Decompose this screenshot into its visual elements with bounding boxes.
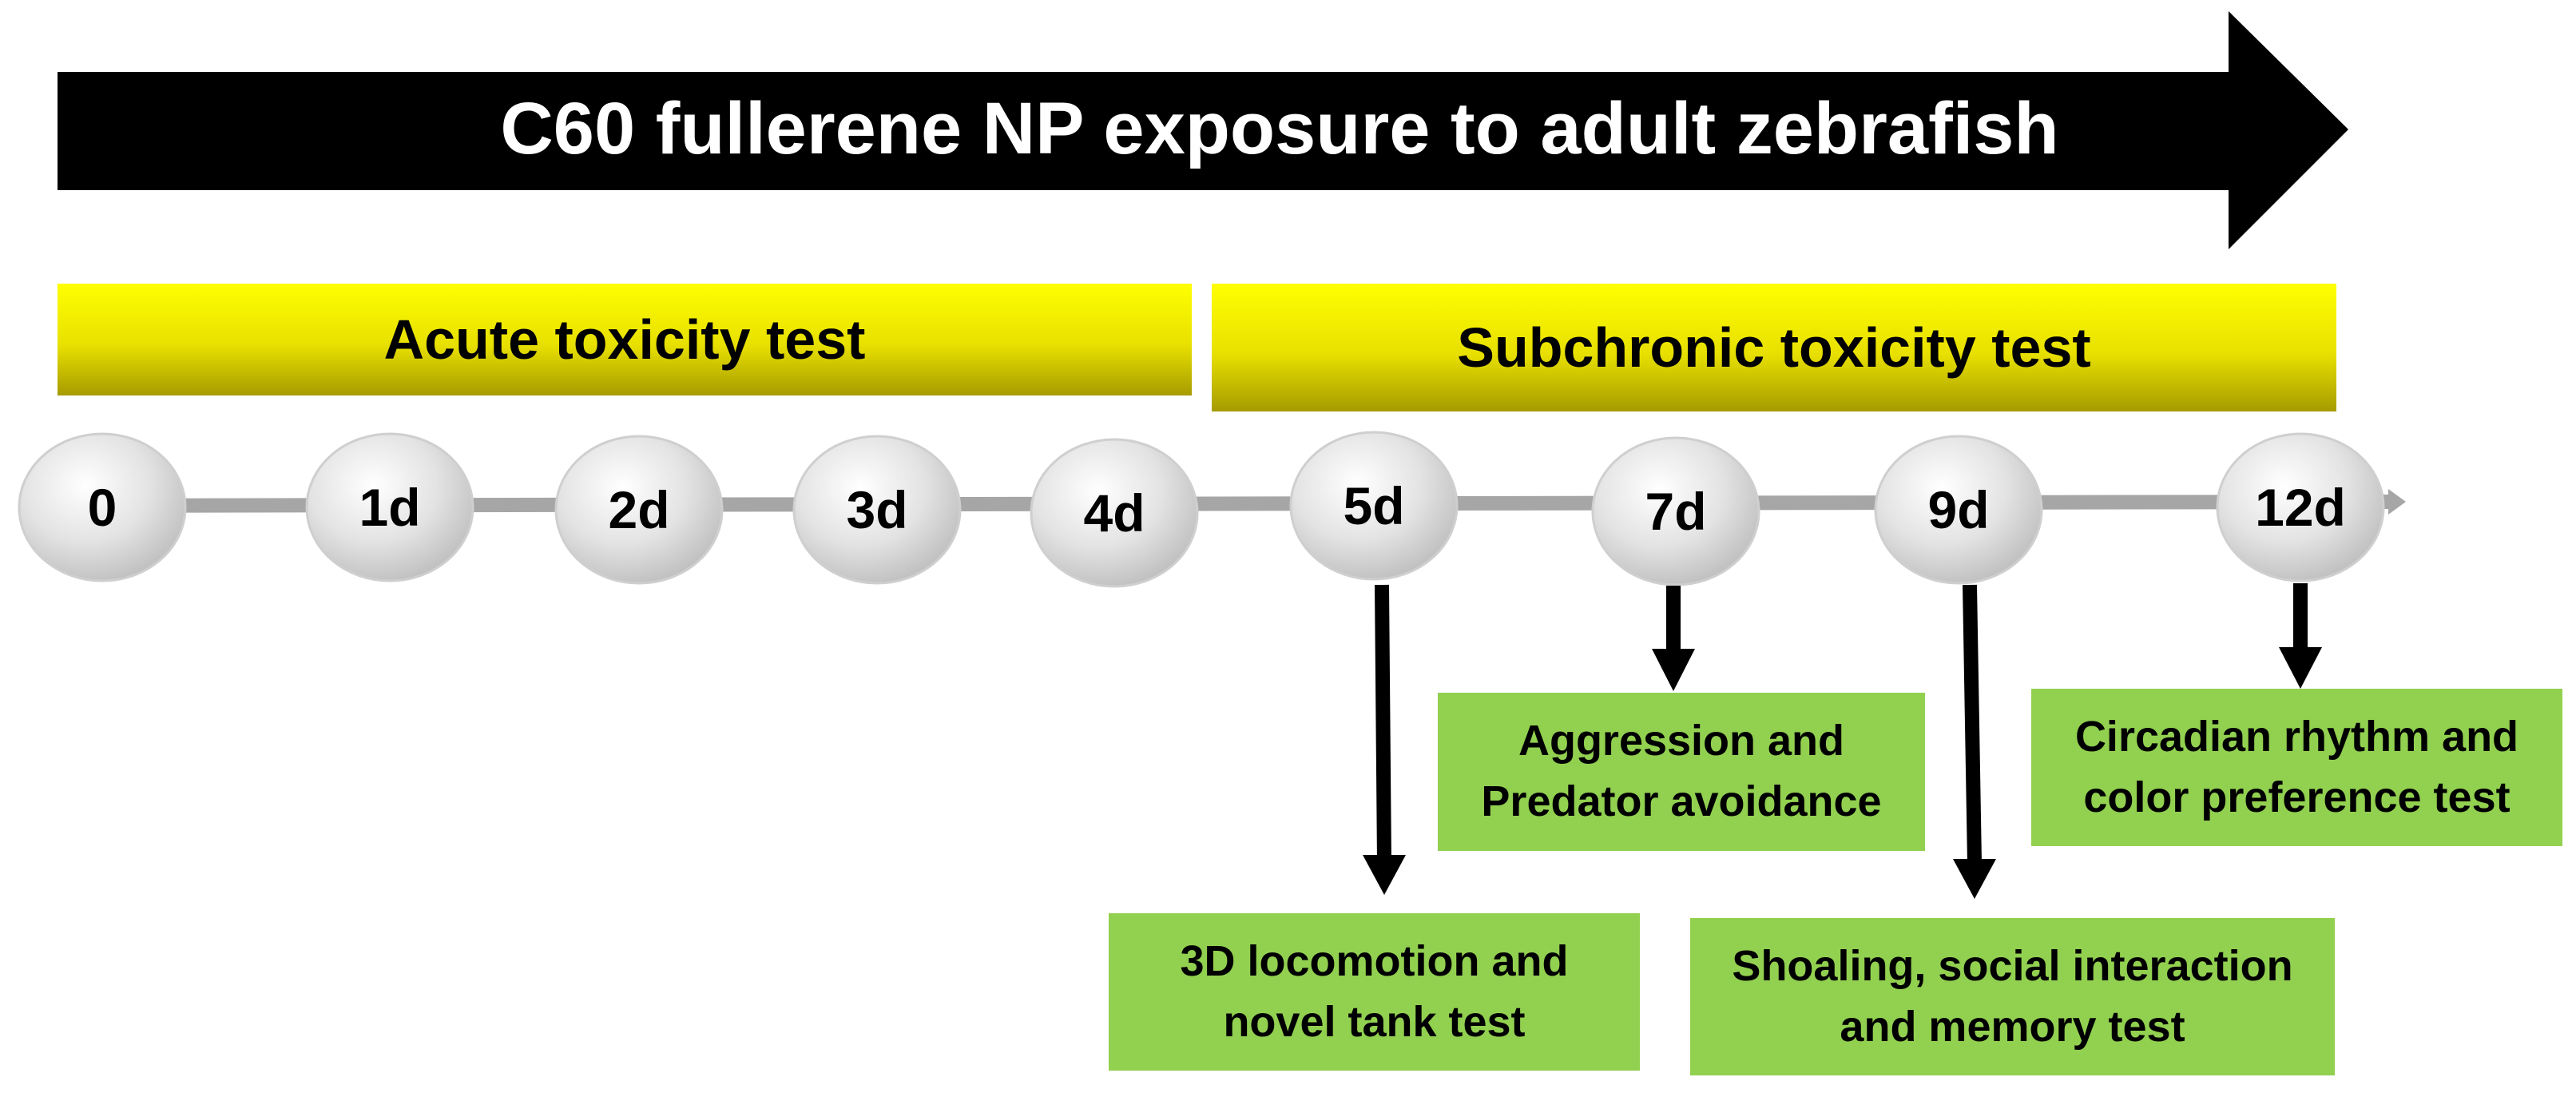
test-box-5d <box>1109 913 1640 1071</box>
day-node-12d <box>2216 432 2385 582</box>
day-node-7d <box>1591 436 1760 586</box>
test-9d-line1: Shoaling, social interaction <box>1732 941 2293 990</box>
banner-title: C60 fullerene NP exposure to adult zebra… <box>500 87 2059 169</box>
phase-label-acute: Acute toxicity test <box>383 308 866 371</box>
test-7d-line2: Predator avoidance <box>1481 777 1882 825</box>
day-label-0: 0 <box>87 478 117 537</box>
arrow-9d <box>1953 584 1996 899</box>
banner-arrow <box>58 11 2348 249</box>
day-node-3d <box>792 435 962 585</box>
phase-bar-subchronic <box>1212 284 2336 411</box>
day-label-5d: 5d <box>1343 476 1405 535</box>
day-node-1d <box>305 432 474 582</box>
test-9d-line2: and memory test <box>1840 1002 2185 1051</box>
day-node-4d <box>1030 438 1199 588</box>
test-box-12d <box>2031 689 2562 846</box>
phase-label-subchronic: Subchronic toxicity test <box>1457 316 2091 379</box>
day-label-7d: 7d <box>1645 482 1707 541</box>
day-node-5d <box>1289 431 1459 581</box>
day-node-9d <box>1874 435 2043 585</box>
arrow-5d <box>1363 584 1406 895</box>
test-box-9d-text: Shoaling, social interaction and memory t… <box>1690 918 2335 1075</box>
day-node-2d <box>554 435 724 585</box>
test-12d-line1: Circadian rhythm and <box>2074 712 2519 761</box>
test-box-7d <box>1438 693 1925 851</box>
day-node-0 <box>18 432 187 582</box>
test-box-9d <box>1690 918 2335 1075</box>
day-label-12d: 12d <box>2255 478 2346 537</box>
test-5d-line1: 3D locomotion and <box>1180 936 1569 985</box>
day-label-9d: 9d <box>1927 480 1990 539</box>
test-12d-line2: color preference test <box>2083 773 2511 821</box>
day-label-1d: 1d <box>359 478 421 537</box>
test-box-5d-text: 3D locomotion and novel tank test <box>1109 913 1640 1071</box>
timeline-arrowhead <box>2388 489 2406 515</box>
day-label-2d: 2d <box>608 480 670 539</box>
day-label-4d: 4d <box>1083 483 1145 543</box>
test-box-12d-text: Circadian rhythm and color preference tes… <box>2031 689 2562 846</box>
test-5d-line2: novel tank test <box>1223 997 1526 1046</box>
test-7d-line1: Aggression and <box>1518 717 1845 765</box>
arrow-12d <box>2279 583 2322 689</box>
day-label-3d: 3d <box>846 480 908 539</box>
arrow-7d <box>1652 586 1695 691</box>
phase-bar-acute <box>58 284 1192 395</box>
